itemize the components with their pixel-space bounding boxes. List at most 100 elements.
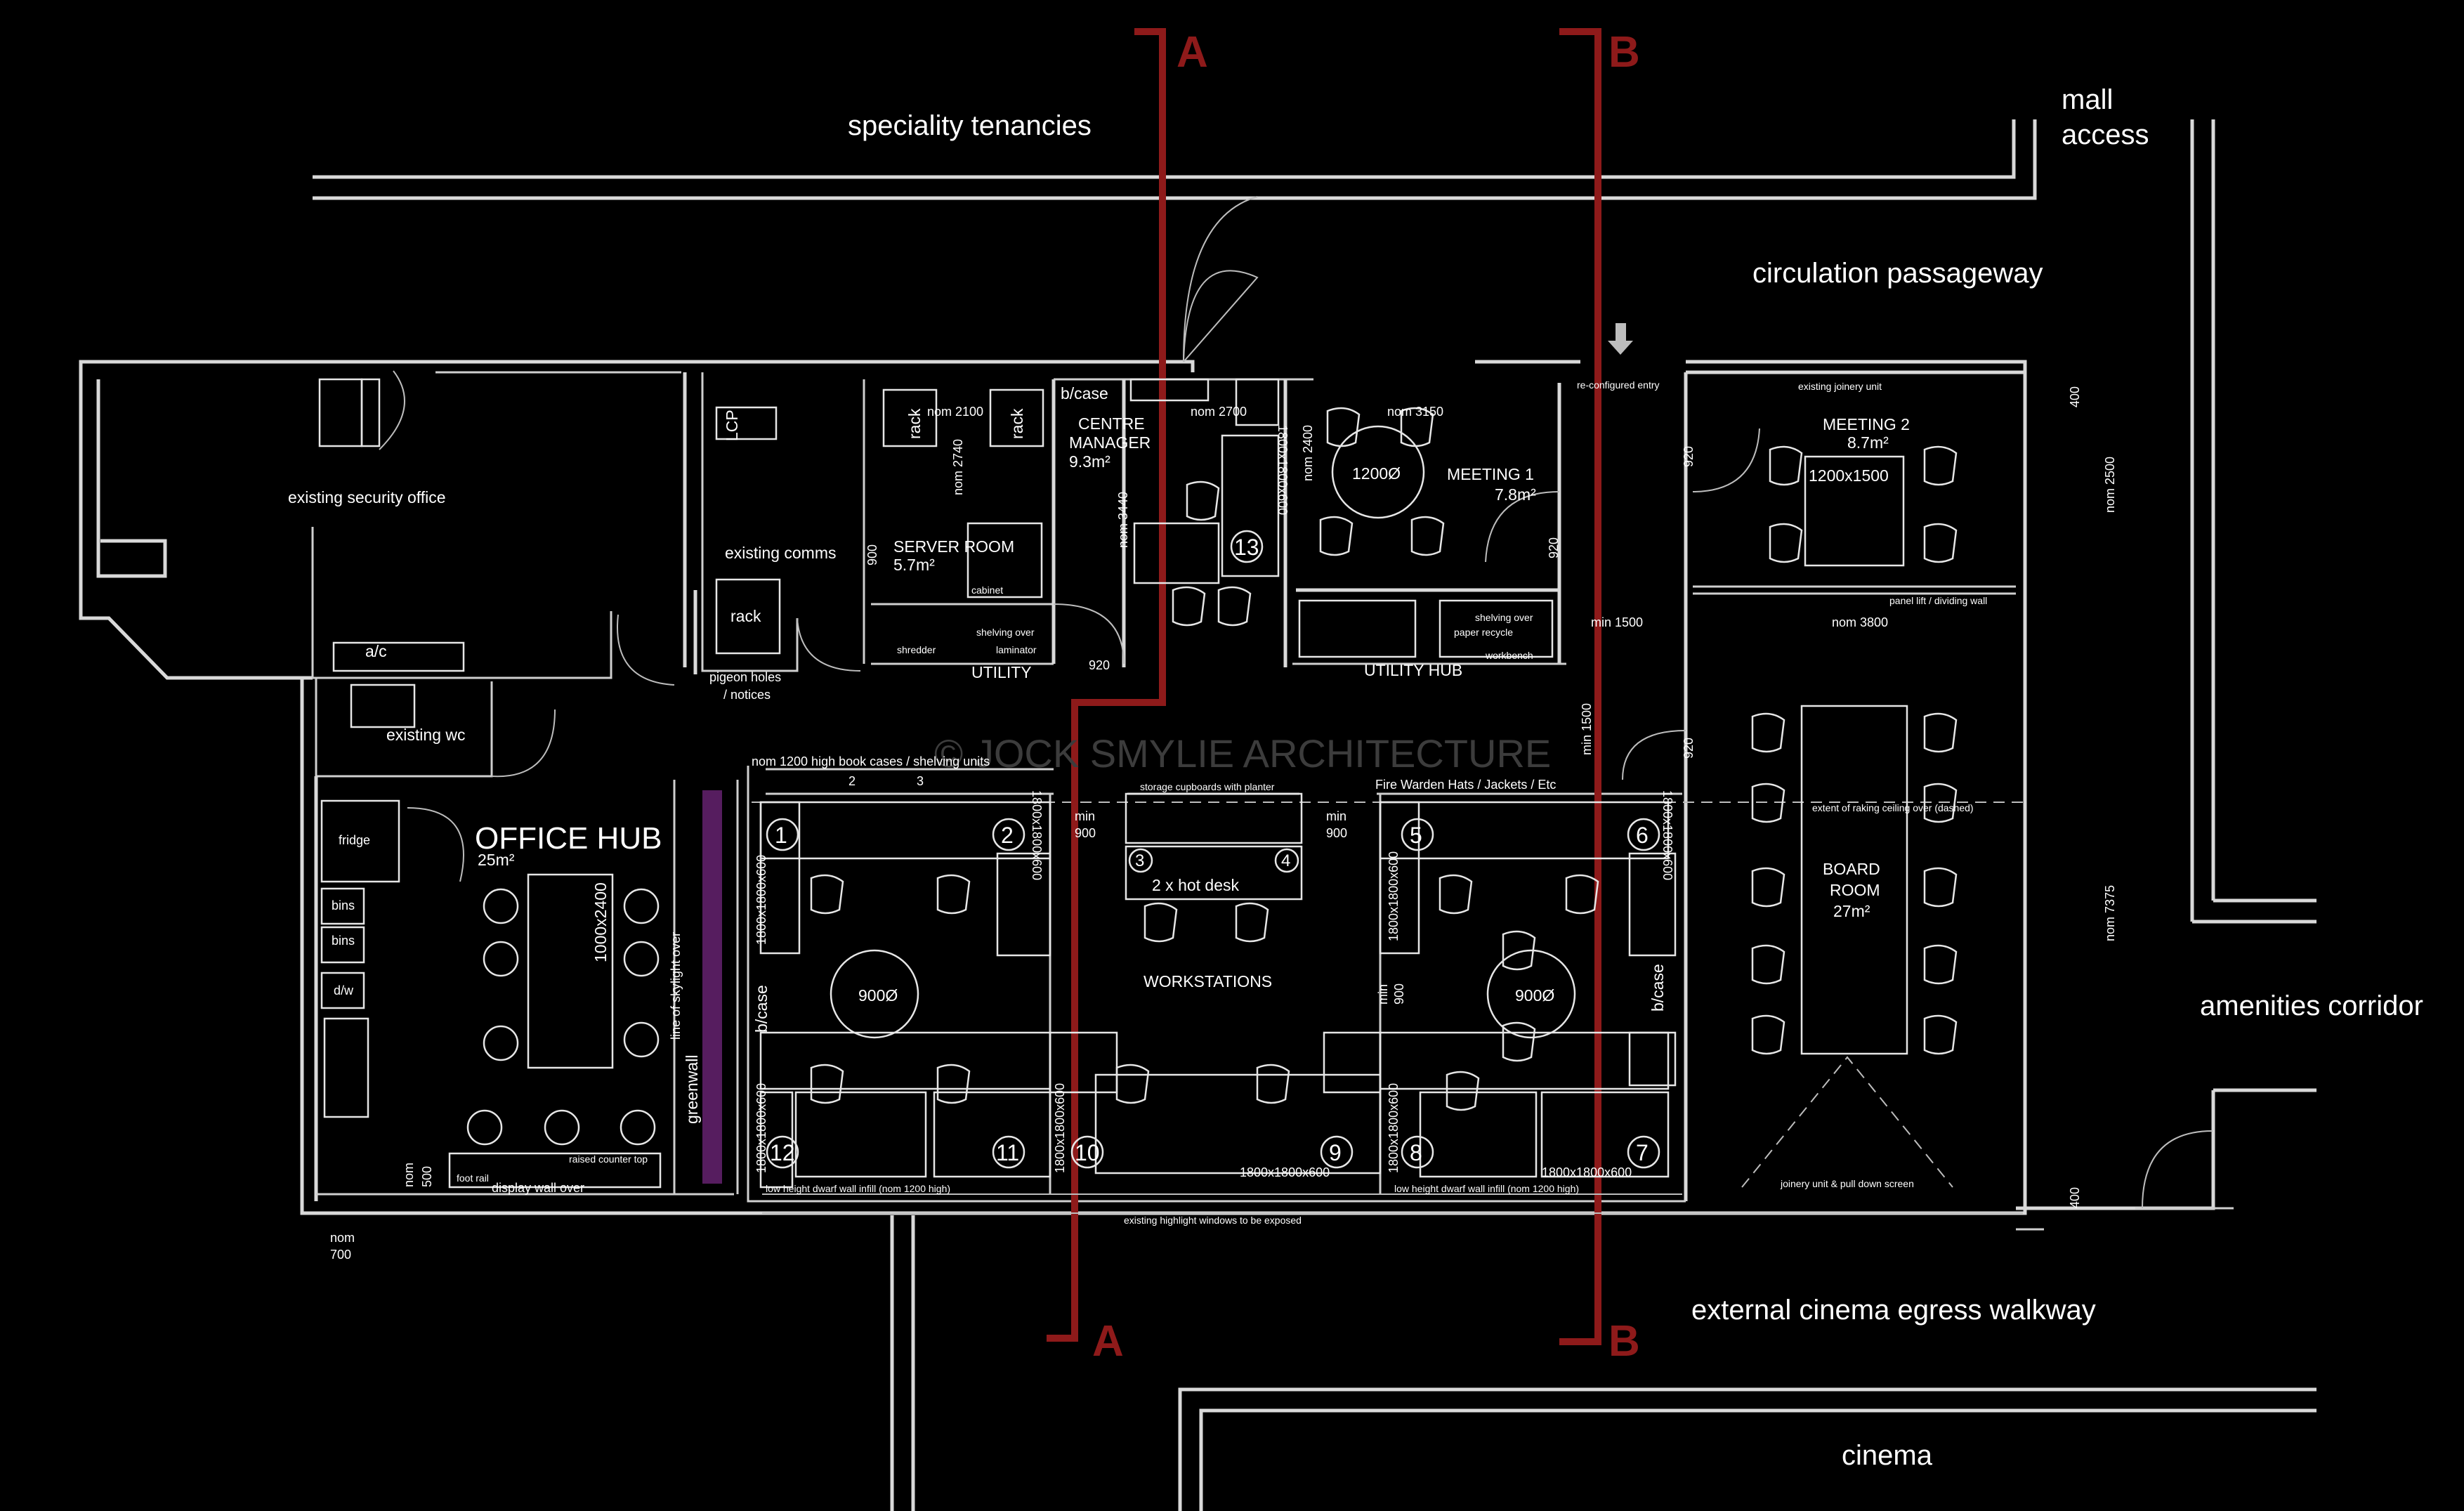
label-server-rack-2: rack [1008, 408, 1026, 439]
dim-3150: nom 3150 [1387, 405, 1443, 419]
dim-920-a: 920 [1682, 446, 1696, 467]
dim-900-b: 900 [1326, 826, 1347, 840]
label-meeting-1-area: 7.8m² [1495, 485, 1536, 504]
ws-number-4: 4 [1281, 851, 1290, 870]
label-desk-size-4: 1800x1800x600 [1030, 790, 1044, 880]
label-shelving-utility: shelving over [976, 627, 1035, 638]
label-security-office: existing security office [288, 488, 446, 506]
furniture [318, 378, 2023, 1214]
label-wc: existing wc [386, 726, 465, 744]
label-raised-counter: raised counter top [569, 1153, 648, 1165]
ws-number-5: 5 [1410, 823, 1422, 848]
label-paper-recycle: paper recycle [1454, 627, 1513, 638]
dim-2100: nom 2100 [927, 405, 983, 419]
section-line-a [1047, 28, 1166, 1342]
label-fire-warden: Fire Warden Hats / Jackets / Etc [1375, 778, 1556, 792]
label-bcase-right: b/case [1649, 964, 1667, 1012]
label-table-900-left: 900Ø [858, 986, 898, 1005]
label-raking-ceiling: extent of raking ceiling over (dashed) [1812, 802, 1974, 813]
section-marker-a-top: A [1177, 28, 1208, 77]
ws-number-8: 8 [1410, 1140, 1422, 1165]
label-desk-size-6: 1800x1800x600 [1053, 1083, 1067, 1173]
label-meeting-1: MEETING 1 [1447, 465, 1534, 483]
dim-3800: nom 3800 [1832, 615, 1888, 629]
board-triangle [1741, 1056, 1953, 1188]
label-cinema: cinema [1842, 1440, 1933, 1471]
label-desk-size-8: 1800x1800x600 [1387, 1083, 1401, 1173]
label-mall: mall [2062, 84, 2113, 115]
label-dw: d/w [334, 983, 354, 997]
label-dwarf-wall-right: low height dwarf wall infill (nom 1200 h… [1394, 1183, 1579, 1194]
label-speciality-tenancies: speciality tenancies [848, 110, 1092, 141]
ws-number-7: 7 [1636, 1140, 1649, 1165]
dim-2-shelf: 2 [848, 774, 856, 788]
label-meeting-2: MEETING 2 [1823, 415, 1910, 433]
label-dwarf-wall-left: low height dwarf wall infill (nom 1200 h… [766, 1183, 950, 1194]
dim-900-comms: 900 [865, 544, 879, 565]
dim-3-shelf: 3 [917, 774, 924, 788]
dim-2700: nom 2700 [1191, 405, 1247, 419]
label-desk-size-10: 1800x1800x600 [1276, 425, 1290, 515]
dim-900-c: 900 [1392, 983, 1406, 1005]
ws-number-2: 2 [1001, 823, 1014, 848]
label-room: ROOM [1830, 881, 1880, 899]
dim-920-d: 920 [1089, 658, 1110, 672]
label-shelving-hub: shelving over [1475, 612, 1533, 623]
label-lcp: LCP [723, 410, 741, 441]
label-cm-area: 9.3m² [1069, 452, 1110, 471]
label-hot-desk: 2 x hot desk [1152, 876, 1240, 894]
label-greenwall: greenwall [683, 1055, 701, 1124]
label-office-hub-area: 25m² [478, 851, 515, 869]
label-access: access [2062, 119, 2149, 150]
dim-7375: nom 7375 [2103, 885, 2117, 941]
dim-2500: nom 2500 [2103, 457, 2117, 513]
label-bookcases: nom 1200 high book cases / shelving unit… [752, 754, 990, 768]
label-office-hub: OFFICE HUB [475, 821, 662, 856]
label-skylight: line of skylight over [669, 932, 683, 1040]
ws-number-9: 9 [1329, 1140, 1342, 1165]
dim-2740: nom 2740 [951, 439, 965, 495]
section-line-b [1559, 28, 1601, 1345]
workstation-markers [766, 530, 1660, 1169]
label-hub-table: 1000x2400 [591, 882, 610, 962]
section-marker-a-bottom: A [1092, 1317, 1124, 1366]
label-desk-size-7: 1800x1800x600 [1387, 851, 1401, 941]
label-joinery-top: existing joinery unit [1798, 381, 1882, 392]
label-storage: storage cupboards with planter [1140, 781, 1275, 792]
ws-number-13: 13 [1234, 535, 1259, 560]
label-workstations: WORKSTATIONS [1143, 972, 1272, 990]
dim-400-bottom: 400 [2068, 1187, 2082, 1208]
watermark: © JOCK SMYLIE ARCHITECTURE [934, 731, 1551, 776]
entry-arrow-icon [1608, 323, 1633, 355]
label-pigeon-notices: / notices [723, 688, 771, 702]
label-comms-rack: rack [730, 607, 761, 625]
doors [379, 196, 2213, 1209]
dim-min-1500-h: min 1500 [1591, 615, 1643, 629]
label-centre: CENTRE [1078, 414, 1145, 433]
label-server-rack-1: rack [905, 408, 924, 439]
label-display-wall: display wall over [492, 1181, 584, 1195]
dim-920-c: 920 [1682, 738, 1696, 759]
label-egress: external cinema egress walkway [1691, 1295, 2096, 1326]
label-manager: MANAGER [1069, 433, 1151, 452]
label-bcase-cm: b/case [1061, 384, 1108, 403]
ws-number-10: 10 [1075, 1140, 1100, 1165]
dim-3440: nom 3440 [1116, 492, 1130, 548]
label-table-900-right: 900Ø [1515, 986, 1554, 1005]
label-bins-2: bins [332, 934, 355, 948]
ws-number-12: 12 [770, 1140, 795, 1165]
label-amenities: amenities corridor [2200, 990, 2423, 1021]
label-fridge: fridge [339, 833, 370, 847]
context-walls [313, 119, 2316, 1511]
label-desk-size-5: 1800x1800x600 [754, 1083, 768, 1173]
label-table-1200: 1200Ø [1352, 464, 1401, 483]
label-pigeon-holes: pigeon holes [709, 670, 781, 684]
section-marker-b-bottom: B [1608, 1317, 1640, 1366]
label-board-area: 27m² [1833, 902, 1870, 920]
dim-min-c: min [1376, 984, 1390, 1005]
dim-min-b: min [1326, 809, 1346, 823]
label-workbench: workbench [1485, 650, 1533, 661]
dim-400-top: 400 [2068, 386, 2082, 407]
label-cabinet: cabinet [971, 584, 1003, 596]
